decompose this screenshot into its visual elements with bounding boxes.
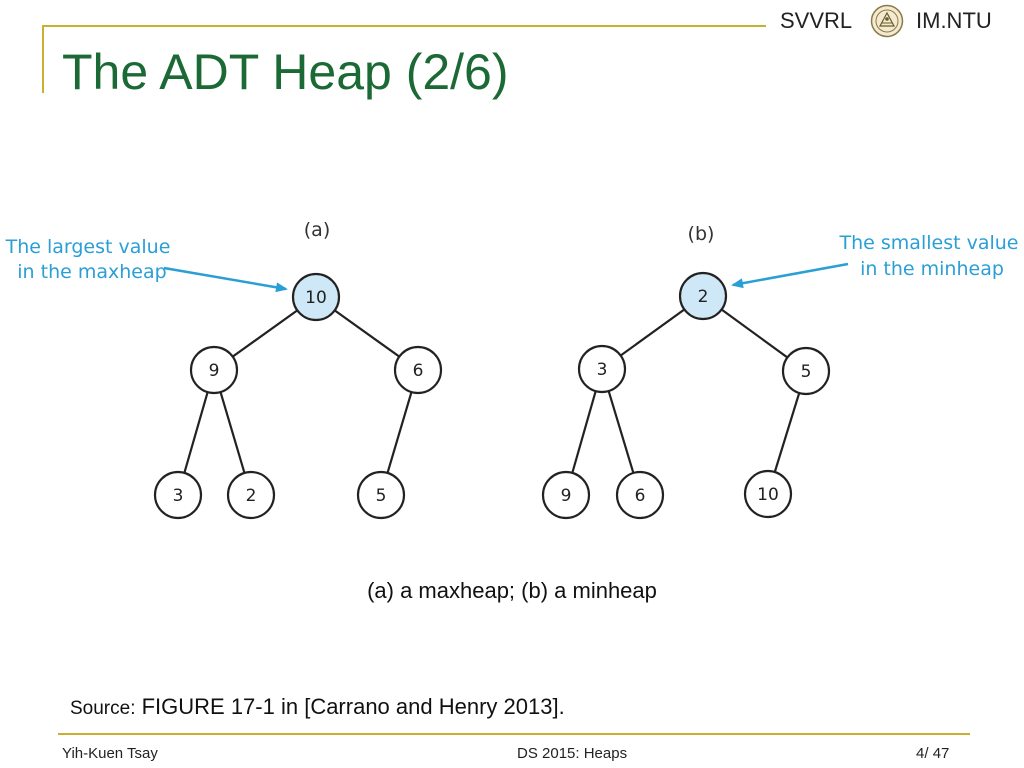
node-value: 5 bbox=[376, 486, 387, 506]
heap-diagram: (a) (b) The largest value in the maxheap… bbox=[5, 219, 1019, 520]
maxheap-label: (a) bbox=[304, 219, 330, 241]
node-value: 9 bbox=[209, 361, 220, 381]
minheap-node: 5 bbox=[781, 346, 831, 396]
university-seal-icon bbox=[870, 4, 904, 38]
maxheap-annotation-arrow bbox=[163, 266, 288, 293]
minheap-node: 3 bbox=[577, 344, 627, 394]
maxheap-node: 2 bbox=[226, 470, 276, 520]
minheap-annotation-arrow bbox=[731, 262, 849, 289]
footer-course: DS 2015: Heaps bbox=[517, 745, 628, 762]
brand-imntu: IM.NTU bbox=[916, 8, 992, 33]
node-value: 2 bbox=[698, 287, 709, 307]
source-text: FIGURE 17-1 in [Carrano and Henry 2013]. bbox=[135, 694, 565, 719]
footer-rule bbox=[58, 733, 970, 735]
minheap-node-root: 2 bbox=[678, 271, 728, 321]
minheap-node: 10 bbox=[743, 469, 793, 519]
page-total: 47 bbox=[932, 745, 950, 762]
footer-author: Yih-Kuen Tsay bbox=[62, 745, 158, 762]
brand-svvrl: SVVRL bbox=[780, 8, 853, 33]
header-left-rule bbox=[42, 25, 44, 93]
source-prefix: Source: bbox=[70, 698, 136, 719]
minheap-label: (b) bbox=[688, 223, 715, 245]
node-value: 3 bbox=[173, 486, 184, 506]
minheap-edges bbox=[564, 295, 808, 496]
minheap-annotation-line-1: The smallest value bbox=[839, 232, 1019, 254]
page-current: 4 bbox=[916, 745, 925, 762]
footer-page-number: 4/ 47 bbox=[916, 745, 950, 762]
node-value: 5 bbox=[801, 362, 812, 382]
maxheap-node: 6 bbox=[393, 345, 443, 395]
node-value: 6 bbox=[413, 361, 424, 381]
node-value: 10 bbox=[757, 485, 779, 505]
maxheap-node: 3 bbox=[153, 470, 203, 520]
maxheap-edges bbox=[176, 296, 420, 496]
node-value: 10 bbox=[305, 288, 327, 308]
maxheap-node: 9 bbox=[189, 345, 239, 395]
maxheap-annotation-line-1: The largest value bbox=[5, 236, 171, 258]
maxheap-node: 5 bbox=[356, 470, 406, 520]
maxheap-annotation-line-2: in the maxheap bbox=[17, 261, 166, 283]
node-value: 9 bbox=[561, 486, 572, 506]
minheap-node: 9 bbox=[541, 470, 591, 520]
source-citation: Source: FIGURE 17-1 in [Carrano and Henr… bbox=[70, 694, 565, 720]
minheap-annotation-line-2: in the minheap bbox=[860, 258, 1004, 280]
node-value: 6 bbox=[635, 486, 646, 506]
maxheap-node-root: 10 bbox=[291, 272, 341, 322]
node-value: 3 bbox=[597, 360, 608, 380]
minheap-node: 6 bbox=[615, 470, 665, 520]
node-value: 2 bbox=[246, 486, 257, 506]
slide-title: The ADT Heap (2/6) bbox=[62, 44, 509, 100]
figure-caption: (a) a maxheap; (b) a minheap bbox=[367, 578, 657, 603]
header-rule bbox=[42, 25, 766, 27]
